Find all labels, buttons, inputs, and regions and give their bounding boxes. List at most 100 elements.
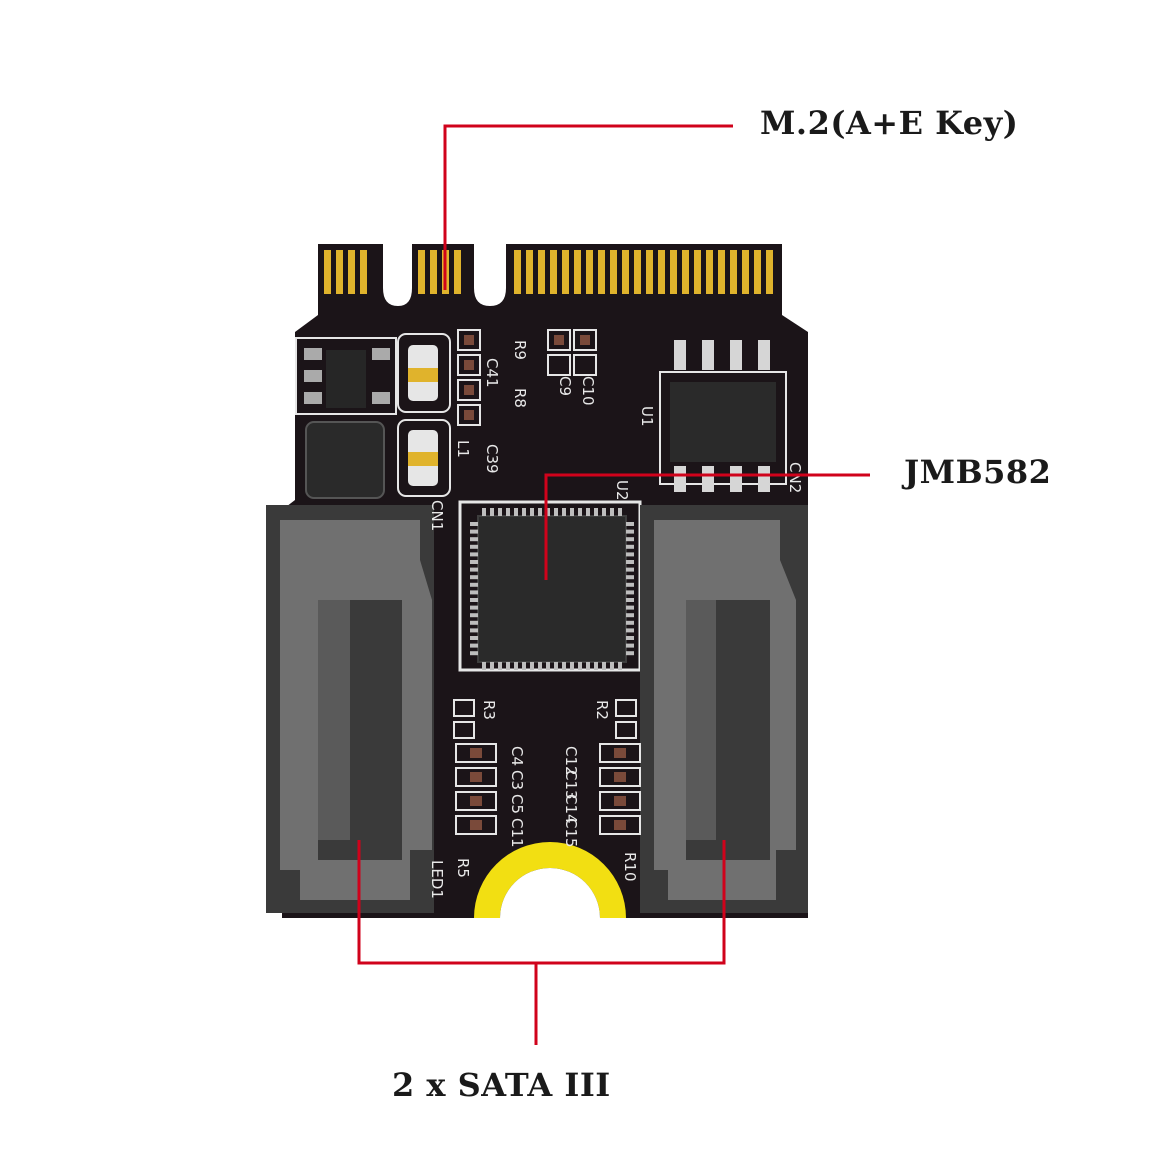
gold-finger [538,250,545,294]
u2-pin [470,605,478,610]
u2-pin [626,560,634,564]
u2-pin [470,598,478,602]
u2-pin [538,662,542,670]
gold-finger [718,250,725,294]
silk-c11: C11 [508,818,526,848]
smd-cap-left [455,767,497,787]
u2-pin [470,643,478,648]
gold-finger [766,250,773,294]
u2-pin [626,613,634,618]
u2-pin [470,552,478,557]
silk-r5: R5 [454,858,472,878]
u2-pin [506,662,510,670]
silk-u2: U2 [613,480,631,501]
u2-pin [618,508,622,516]
smd-cap-body [614,820,626,830]
u2-pin [470,613,478,618]
eeprom-chip-u1 [670,382,776,462]
u2-pin [470,544,478,549]
silk-c41: C41 [483,358,501,388]
u2-pin [498,508,502,516]
u2-pin [522,662,526,670]
u2-pin [626,582,634,587]
silk-c4: C4 [508,746,526,766]
gold-finger [562,250,569,294]
pointer-lines [357,124,870,1045]
smd-cap-body [470,820,482,830]
gold-finger [574,250,581,294]
mounting-hole [474,842,626,918]
gold-finger [418,250,425,294]
silk-c9: C9 [556,376,574,396]
u2-pin [482,508,486,516]
u1-pin [730,340,742,370]
u2-pin [626,605,634,610]
silk-r3: R3 [480,700,498,720]
u2-pin [470,560,478,564]
u2-pin [626,628,634,633]
u2-pin [626,575,634,580]
gold-finger [550,250,557,294]
u2-pin [562,508,566,516]
smd-part [615,699,637,717]
u2-pin [562,662,566,670]
silk-u1: U1 [638,406,656,427]
silk-cn1: CN1 [428,500,446,531]
pointer-m2 [443,124,733,290]
smd-cap-left [455,815,497,835]
silk-c15: C15 [562,818,580,848]
u2-pin [626,620,634,625]
u2-pin [470,575,478,580]
smd-cap-right [599,767,641,787]
u2-pin [470,582,478,587]
u1-pin [674,466,686,492]
gold-finger [336,250,343,294]
smd-part [453,721,475,739]
silk-r2: R2 [593,700,611,720]
gold-finger [360,250,367,294]
silk-c14: C14 [562,794,580,824]
silk-c3: C3 [508,770,526,790]
smd-cap-right [599,815,641,835]
u2-pin [618,662,622,670]
silk-c5: C5 [508,794,526,814]
u2-pin [602,508,606,516]
gold-finger [634,250,641,294]
u2-pin [626,529,634,534]
u1-pin [758,466,770,492]
u2-pin [626,522,634,526]
u2-pin [514,662,518,670]
gold-finger [646,250,653,294]
smd-cap-body [614,772,626,782]
gold-finger [670,250,677,294]
u2-pin [594,508,598,516]
regulator-ic [326,350,366,408]
u2-pin [626,537,634,542]
u1-pin [702,466,714,492]
gold-finger [348,250,355,294]
u2-pin [490,662,494,670]
callout-sata-ports: 2 x SATA III [392,1066,611,1104]
u2-pin [490,508,494,516]
smd-cap-body [614,796,626,806]
u2-pin [602,662,606,670]
gold-finger [694,250,701,294]
u2-pin [470,628,478,633]
gold-finger [610,250,617,294]
u2-pin [470,636,478,640]
u2-pin [626,598,634,602]
u2-pin [626,643,634,648]
u2-pin [530,508,534,516]
u2-pin [546,662,550,670]
u2-pin [470,651,478,656]
u2-pin [522,508,526,516]
gold-finger [586,250,593,294]
u2-pin [626,590,634,595]
smd-cap-body [614,748,626,758]
u2-pin [578,508,582,516]
smd-cap-body [470,748,482,758]
u2-pin [586,662,590,670]
u2-pin [530,662,534,670]
gold-finger [526,250,533,294]
u2-pin [470,537,478,542]
